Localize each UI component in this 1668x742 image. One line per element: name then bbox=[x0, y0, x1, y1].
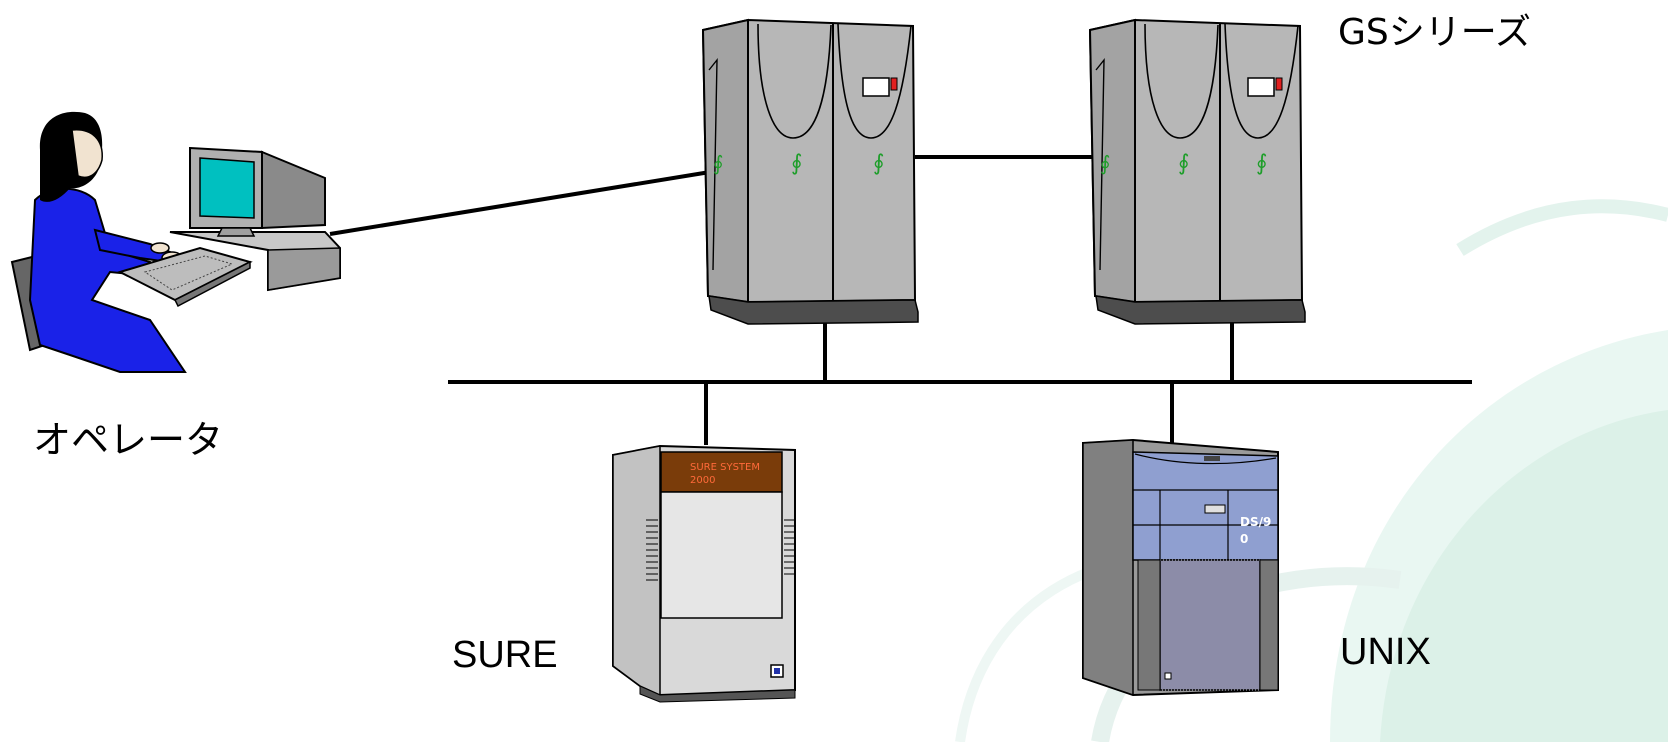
operator-link bbox=[330, 172, 710, 234]
svg-text:∮: ∮ bbox=[1178, 151, 1189, 176]
svg-text:∮: ∮ bbox=[791, 151, 802, 176]
svg-text:∮: ∮ bbox=[1100, 151, 1110, 175]
svg-text:∮: ∮ bbox=[873, 151, 884, 176]
ds90-label-line1: DS/9 bbox=[1240, 515, 1271, 529]
ds90-label-line2: 0 bbox=[1240, 532, 1248, 546]
mainframe-1: ∮ ∮ ∮ bbox=[703, 20, 918, 324]
mainframe-2: ∮ ∮ ∮ bbox=[1090, 20, 1305, 324]
svg-text:∮: ∮ bbox=[713, 151, 723, 175]
sure-panel-line2: 2000 bbox=[690, 475, 715, 486]
unix-label: UNIX bbox=[1340, 631, 1431, 673]
gs-series-label: GSシリーズ bbox=[1338, 12, 1531, 53]
sure-panel-line1: SURE SYSTEM bbox=[690, 462, 760, 473]
sure-label: SURE bbox=[452, 634, 558, 676]
background-swirl bbox=[960, 206, 1668, 742]
operator-illustration bbox=[12, 112, 340, 372]
operator-label: オペレータ bbox=[33, 418, 223, 462]
sure-system-2000: SURE SYSTEM 2000 bbox=[613, 446, 795, 702]
unix-ds90-server: DS/9 0 bbox=[1083, 440, 1278, 695]
svg-text:∮: ∮ bbox=[1256, 151, 1267, 176]
